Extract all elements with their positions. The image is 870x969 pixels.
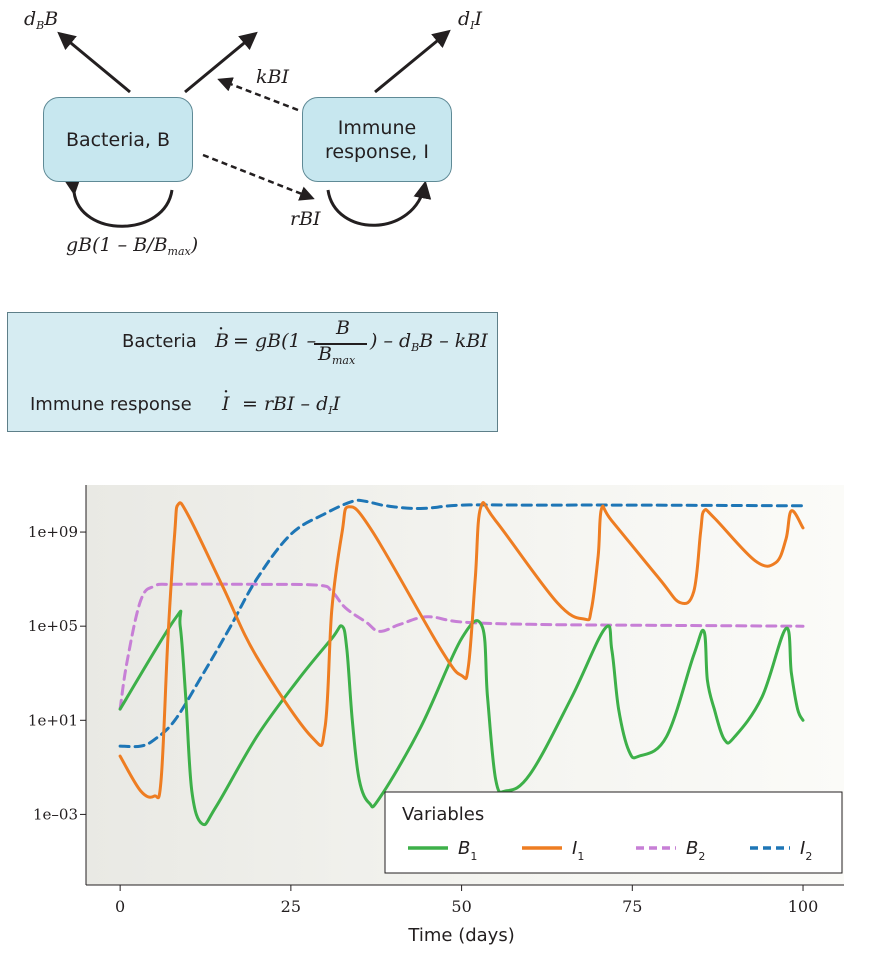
- label-dB: dBB: [24, 8, 59, 32]
- label-kBI: kBI: [256, 66, 289, 88]
- stimulation-arrow: [202, 153, 315, 201]
- bacteria-eq-frac-bar: [314, 343, 367, 345]
- killing-arrow: [217, 77, 299, 112]
- series-b1-line: [118, 609, 805, 827]
- series-i2-line: [118, 498, 805, 749]
- bacteria-eq-frac-den: Bmax: [318, 343, 356, 367]
- immune-growth-loop: [326, 180, 432, 227]
- y-tick-label: 1e+01: [28, 711, 78, 729]
- immune-box: Immune response, I: [302, 97, 452, 182]
- bacteria-growth-loop: [63, 176, 174, 228]
- series-b2-line: [118, 582, 805, 711]
- bacteria-box: Bacteria, B: [43, 97, 193, 182]
- bacteria-eq-name: Bacteria: [122, 331, 197, 352]
- bacteria-eq-rhs-a: = gB(1 –: [233, 330, 317, 352]
- bacteria-outflow-arrow: [184, 31, 258, 94]
- x-tick-label: 25: [281, 897, 301, 916]
- label-growth: gB(1 – B/Bmax): [66, 234, 199, 258]
- series-i1-line: [118, 501, 805, 800]
- label-rBI: rBI: [290, 208, 321, 230]
- bacteria-eq-frac-num: B: [336, 317, 350, 339]
- x-axis-label: Time (days): [407, 925, 514, 946]
- x-tick-label: 0: [115, 897, 125, 916]
- bacteria-eq-rhs-b: ) – dBB – kBI: [370, 330, 488, 354]
- immune-box-label-1: Immune: [337, 116, 417, 139]
- immune-death-arrow: [374, 29, 451, 94]
- label-dI: dII: [458, 8, 483, 32]
- immune-eq-rhs: = rBI – dII: [242, 393, 341, 417]
- equations-box: Bacteria B · = gB(1 – B Bmax ) – dBB – k…: [7, 312, 498, 432]
- x-tick-label: 75: [622, 897, 642, 916]
- bacteria-death-arrow: [57, 31, 131, 94]
- immune-eq-lhs: I ·: [222, 381, 230, 415]
- y-tick-label: 1e–03: [33, 805, 78, 823]
- bacteria-box-label: Bacteria, B: [65, 128, 171, 151]
- immune-eq-name: Immune response: [30, 394, 192, 415]
- immune-box-label-2: response, I: [325, 140, 429, 163]
- x-tick-label: 50: [451, 897, 471, 916]
- legend-box: [384, 791, 843, 874]
- model-diagram: [57, 29, 451, 228]
- y-tick-label: 1e+05: [28, 617, 78, 635]
- y-tick-label: 1e+09: [28, 523, 78, 541]
- x-tick-label: 100: [788, 897, 819, 916]
- legend-title: Variables: [402, 804, 484, 825]
- bacteria-eq-lhs: B ·: [215, 318, 229, 352]
